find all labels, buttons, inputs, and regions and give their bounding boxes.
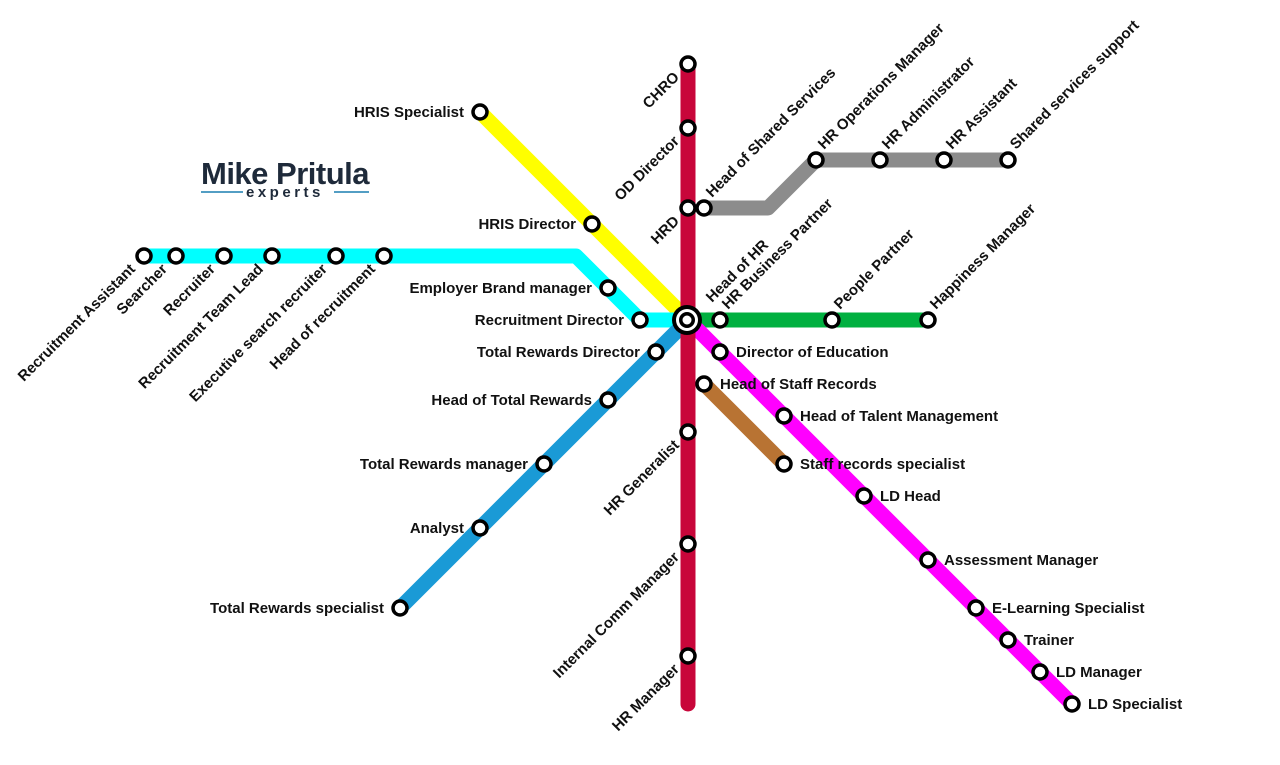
station-label-staff-records-specialist: Staff records specialist	[800, 456, 965, 473]
station-hr-business-partner[interactable]	[711, 311, 729, 329]
station-label-happiness-manager: Happiness Manager	[927, 200, 1039, 312]
station-hr-assistant[interactable]	[935, 151, 953, 169]
station-label-total-rewards-specialist: Total Rewards specialist	[210, 600, 384, 617]
station-label-ld-head: LD Head	[880, 488, 941, 505]
station-label-hrd: HRD	[648, 213, 683, 248]
station-label-od-director: OD Director	[611, 133, 683, 205]
station-total-rewards-specialist[interactable]	[391, 599, 409, 617]
station-chro[interactable]	[679, 55, 697, 73]
station-label-internal-comm-manager: Internal Comm Manager	[550, 549, 683, 682]
station-recruiter[interactable]	[215, 247, 233, 265]
station-head-of-total-rewards[interactable]	[599, 391, 617, 409]
station-head-of-shared-services[interactable]	[695, 199, 713, 217]
station-analyst[interactable]	[471, 519, 489, 537]
station-hr-operations-manager[interactable]	[807, 151, 825, 169]
station-hris-specialist[interactable]	[471, 103, 489, 121]
station-label-recruitment-assistant: Recruitment Assistant	[15, 261, 139, 385]
station-hrd[interactable]	[679, 199, 697, 217]
station-label-hr-manager: HR Manager	[609, 661, 683, 735]
station-label-director-of-education: Director of Education	[736, 344, 889, 361]
station-executive-search-recruiter[interactable]	[327, 247, 345, 265]
station-label-recruitment-director: Recruitment Director	[475, 312, 624, 329]
station-staff-records-specialist[interactable]	[775, 455, 793, 473]
station-hr-generalist[interactable]	[679, 423, 697, 441]
station-label-e-learning-specialist: E-Learning Specialist	[992, 600, 1145, 617]
station-label-assessment-manager: Assessment Manager	[944, 552, 1098, 569]
logo: Mike Pritula experts	[201, 156, 371, 201]
station-label-head-of-shared-services: Head of Shared Services	[703, 64, 839, 200]
station-od-director[interactable]	[679, 119, 697, 137]
station-trainer[interactable]	[999, 631, 1017, 649]
station-head-of-recruitment[interactable]	[375, 247, 393, 265]
station-label-head-of-staff-records: Head of Staff Records	[720, 376, 877, 393]
station-director-of-education[interactable]	[711, 343, 729, 361]
station-total-rewards-director[interactable]	[647, 343, 665, 361]
station-label-trainer: Trainer	[1024, 632, 1074, 649]
station-label-hr-operations-manager: HR Operations Manager	[815, 20, 948, 153]
station-happiness-manager[interactable]	[919, 311, 937, 329]
station-internal-comm-manager[interactable]	[679, 535, 697, 553]
station-label-total-rewards-director: Total Rewards Director	[477, 344, 640, 361]
logo-title: Mike Pritula	[201, 156, 370, 191]
station-hr-administrator[interactable]	[871, 151, 889, 169]
station-label-hris-director: HRIS Director	[478, 216, 576, 233]
station-hr-manager[interactable]	[679, 647, 697, 665]
station-recruitment-assistant[interactable]	[135, 247, 153, 265]
station-label-head-of-talent-management: Head of Talent Management	[800, 408, 998, 425]
station-head-of-talent-management[interactable]	[775, 407, 793, 425]
station-head-of-staff-records[interactable]	[695, 375, 713, 393]
station-label-analyst: Analyst	[410, 520, 464, 537]
station-label-shared-services-support: Shared services support	[1007, 17, 1143, 153]
station-recruitment-team-lead[interactable]	[263, 247, 281, 265]
station-assessment-manager[interactable]	[919, 551, 937, 569]
station-e-learning-specialist[interactable]	[967, 599, 985, 617]
station-ld-manager[interactable]	[1031, 663, 1049, 681]
station-label-employer-brand-manager: Employer Brand manager	[409, 280, 592, 297]
station-hris-director[interactable]	[583, 215, 601, 233]
line-brown	[696, 376, 792, 472]
station-label-total-rewards-manager: Total Rewards manager	[360, 456, 528, 473]
line-gray	[696, 152, 1016, 216]
station-label-hr-generalist: HR Generalist	[601, 437, 683, 519]
station-label-head-of-total-rewards: Head of Total Rewards	[431, 392, 592, 409]
station-employer-brand-manager[interactable]	[599, 279, 617, 297]
hub-center	[682, 315, 692, 325]
line-yellow	[472, 104, 696, 328]
hub-station[interactable]	[672, 305, 702, 335]
station-searcher[interactable]	[167, 247, 185, 265]
station-recruitment-director[interactable]	[631, 311, 649, 329]
station-label-chro: CHRO	[640, 69, 683, 112]
station-ld-specialist[interactable]	[1063, 695, 1081, 713]
station-label-hris-specialist: HRIS Specialist	[354, 104, 464, 121]
station-people-partner[interactable]	[823, 311, 841, 329]
station-label-ld-manager: LD Manager	[1056, 664, 1142, 681]
station-shared-services-support[interactable]	[999, 151, 1017, 169]
station-label-people-partner: People Partner	[831, 226, 918, 313]
station-total-rewards-manager[interactable]	[535, 455, 553, 473]
station-label-ld-specialist: LD Specialist	[1088, 696, 1182, 713]
station-ld-head[interactable]	[855, 487, 873, 505]
logo-subtitle: experts	[246, 184, 324, 201]
